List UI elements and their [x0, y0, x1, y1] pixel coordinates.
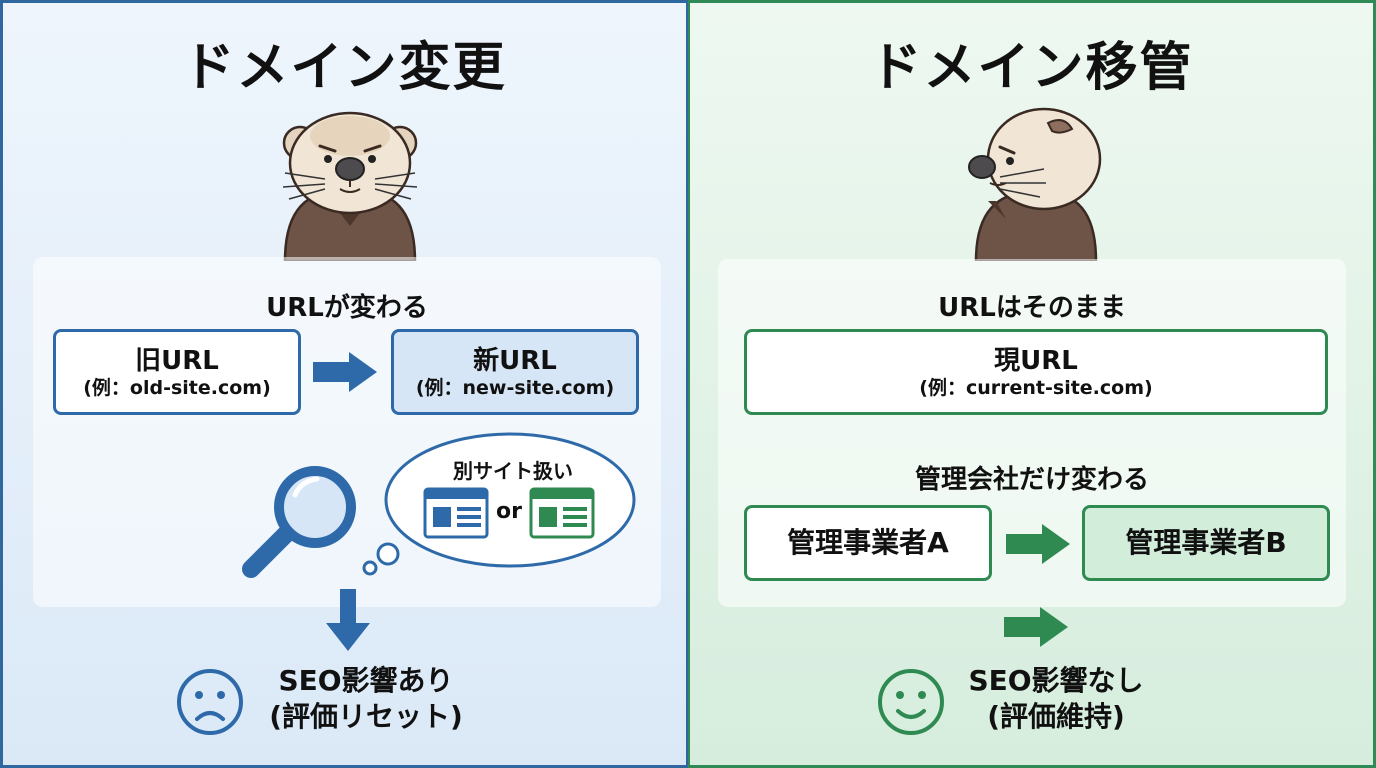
- sea-otter-side-illustration: [968, 107, 1102, 261]
- arrow-down-icon: [326, 589, 370, 651]
- seo-no-impact-line2: (評価維持): [987, 700, 1125, 733]
- domain-transfer-panel: ドメイン移管 URLはそのまま 現URL (例：current-site.com…: [688, 0, 1376, 768]
- seo-no-impact-line1: SEO影響なし: [968, 664, 1144, 697]
- separate-site-label: 別サイト扱い: [453, 459, 573, 483]
- domain-transfer-title: ドメイン移管: [869, 38, 1194, 98]
- old-url-box: 旧URL (例：old-site.com): [53, 329, 301, 415]
- current-url-box: 現URL (例：current-site.com): [744, 329, 1328, 415]
- url-unchanged-caption: URLはそのまま: [938, 293, 1126, 323]
- new-url-box: 新URL (例：new-site.com): [391, 329, 639, 415]
- sea-otter-front-illustration: [282, 111, 418, 261]
- sad-face-icon: [177, 669, 243, 735]
- only-manager-changes-caption: 管理会社だけ変わる: [914, 465, 1149, 495]
- seo-impact-result: SEO影響あり (評価リセット): [241, 663, 491, 735]
- manager-b-box: 管理事業者B: [1082, 505, 1330, 581]
- current-url-title: 現URL: [994, 346, 1078, 376]
- green-browser-window-icon: [529, 487, 595, 539]
- new-url-example: (例：new-site.com): [415, 377, 615, 399]
- arrow-right-icon: [1006, 524, 1070, 564]
- blue-browser-window-icon: [423, 487, 489, 539]
- current-url-example: (例：current-site.com): [919, 377, 1153, 399]
- manager-a-box: 管理事業者A: [744, 505, 992, 581]
- manager-a-label: 管理事業者A: [787, 526, 949, 559]
- seo-no-impact-result: SEO影響なし (評価維持): [946, 663, 1166, 735]
- seo-impact-line2: (評価リセット): [269, 700, 463, 733]
- arrow-right-icon: [1004, 607, 1068, 647]
- seo-impact-line1: SEO影響あり: [278, 664, 454, 697]
- new-url-title: 新URL: [473, 346, 557, 376]
- domain-change-title: ドメイン変更: [182, 38, 507, 98]
- url-changes-caption: URLが変わる: [266, 293, 428, 323]
- magnifying-glass-icon: [242, 466, 356, 578]
- or-label: or: [496, 499, 522, 524]
- old-url-example: (例：old-site.com): [83, 377, 271, 399]
- domain-change-panel: ドメイン変更 URLが変わる 旧URL (例：old-site.com): [0, 0, 688, 768]
- old-url-title: 旧URL: [135, 346, 219, 376]
- manager-b-label: 管理事業者B: [1125, 526, 1287, 559]
- arrow-right-icon: [313, 352, 377, 392]
- happy-face-icon: [878, 669, 944, 735]
